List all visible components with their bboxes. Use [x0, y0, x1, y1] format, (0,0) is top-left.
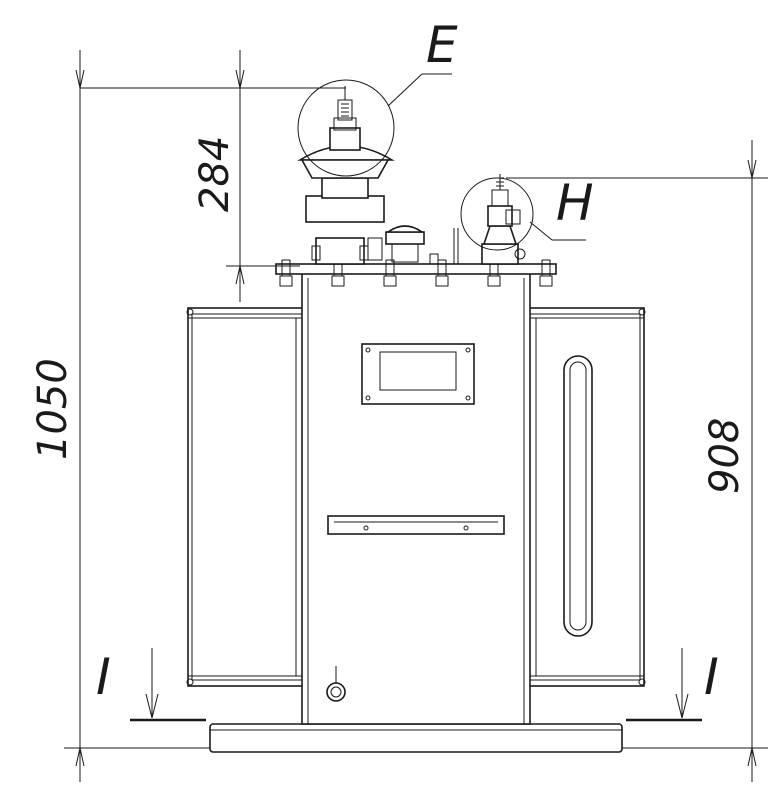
- section-mark-left: [130, 648, 206, 722]
- main-tank: [301, 271, 531, 725]
- nameplate: [361, 343, 475, 405]
- tank-cover: [275, 259, 557, 287]
- callout-e-label: E: [426, 16, 458, 74]
- handle-bracket: [327, 515, 505, 535]
- callout-h-label: H: [556, 174, 594, 232]
- dim-bushing-height-label: 284: [192, 136, 238, 212]
- cover-bolts: [279, 259, 553, 287]
- right-radiator: [525, 307, 646, 687]
- drain-valve: [326, 666, 346, 702]
- hv-bushing: [297, 86, 395, 265]
- detail-circle-e: [297, 79, 395, 177]
- dim-lv-terminal-height-label: 908: [702, 418, 748, 494]
- left-radiator: [186, 307, 307, 687]
- dimension-lines: [64, 50, 768, 782]
- dim-total-height-label: 1050: [30, 358, 76, 460]
- section-mark-right-label: I: [704, 648, 719, 706]
- detail-circle-h: [460, 177, 534, 251]
- cover-fittings: [367, 225, 459, 265]
- oil-level-gauge: [563, 355, 593, 637]
- section-mark-right: [626, 648, 702, 722]
- base-skid: [209, 723, 623, 753]
- section-mark-left-label: I: [96, 648, 111, 706]
- detail-callouts: [297, 73, 586, 251]
- lv-bushing: [481, 174, 526, 265]
